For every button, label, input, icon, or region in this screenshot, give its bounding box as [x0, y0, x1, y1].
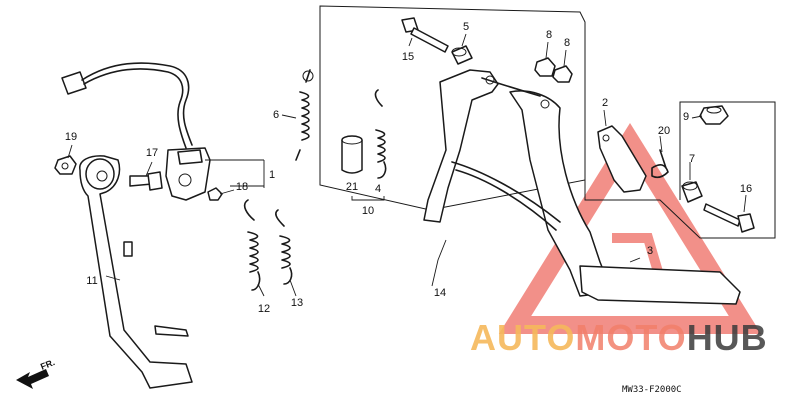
side-stand-pivot-bolt: [129, 171, 163, 191]
watermark-hub: HUB: [687, 317, 768, 358]
pivot-nut: [54, 155, 77, 175]
main-stand: [423, 69, 741, 305]
spring-4: [374, 89, 387, 179]
callout-16: 16: [740, 183, 752, 195]
side-stand-switch-wire: [61, 62, 193, 149]
nut-8b: [552, 65, 573, 83]
stand-stopper-bracket: [597, 125, 647, 193]
watermark-moto: MOTO: [575, 317, 686, 358]
leader-lines: [67, 33, 747, 297]
watermark-logo: AUTOMOTOHUB: [470, 317, 768, 358]
callout-21: 21: [346, 181, 358, 193]
callout-2: 2: [602, 97, 608, 109]
bolt-16: [703, 203, 755, 233]
callout-7: 7: [689, 153, 695, 165]
callout-12: 12: [258, 303, 270, 315]
callout-20: 20: [658, 125, 670, 137]
callout-11: 11: [86, 275, 97, 287]
spring-6: [295, 69, 314, 161]
spring-13: [275, 209, 293, 285]
collar-7: [681, 181, 703, 203]
spring-clip-20: [651, 149, 669, 179]
callout-17: 17: [146, 147, 158, 159]
callout-9: 9: [683, 111, 689, 123]
diagram-code: MW33-F2000C: [622, 385, 682, 395]
callout-5: 5: [463, 21, 469, 33]
side-stand-switch: [165, 147, 211, 201]
svg-text:AUTOMOTOHUB: AUTOMOTOHUB: [470, 317, 768, 358]
callout-1: 1: [269, 169, 275, 181]
collar-5: [451, 45, 473, 65]
nut-8a: [534, 57, 556, 77]
stand-bracket-group-outline: [584, 101, 776, 239]
rubber-stopper-9: [699, 105, 729, 125]
callout-3: 3: [647, 245, 653, 257]
callout-8a: 8: [546, 29, 552, 41]
callout-15: 15: [402, 51, 414, 63]
side-stand: [79, 155, 193, 389]
callout-19: 19: [65, 131, 77, 143]
callout-13: 13: [291, 297, 303, 309]
callout-18: 18: [236, 181, 248, 193]
callout-14: 14: [434, 287, 446, 299]
callout-10: 10: [362, 205, 374, 217]
watermark-auto: AUTO: [470, 317, 575, 358]
arrow-left-icon: FR.: [16, 357, 56, 389]
bolt-15: [401, 17, 449, 53]
callout-labels: 1 2 3 4 5 6 7 8 8 9 10 11 12 13 14 15 16…: [65, 21, 752, 315]
spring-12: [243, 199, 261, 291]
bolt-18: [207, 187, 223, 201]
callout-8b: 8: [564, 37, 570, 49]
callout-4: 4: [375, 183, 381, 195]
orientation-label: FR.: [39, 357, 56, 372]
callout-6: 6: [273, 109, 279, 121]
collar-21: [341, 135, 363, 174]
